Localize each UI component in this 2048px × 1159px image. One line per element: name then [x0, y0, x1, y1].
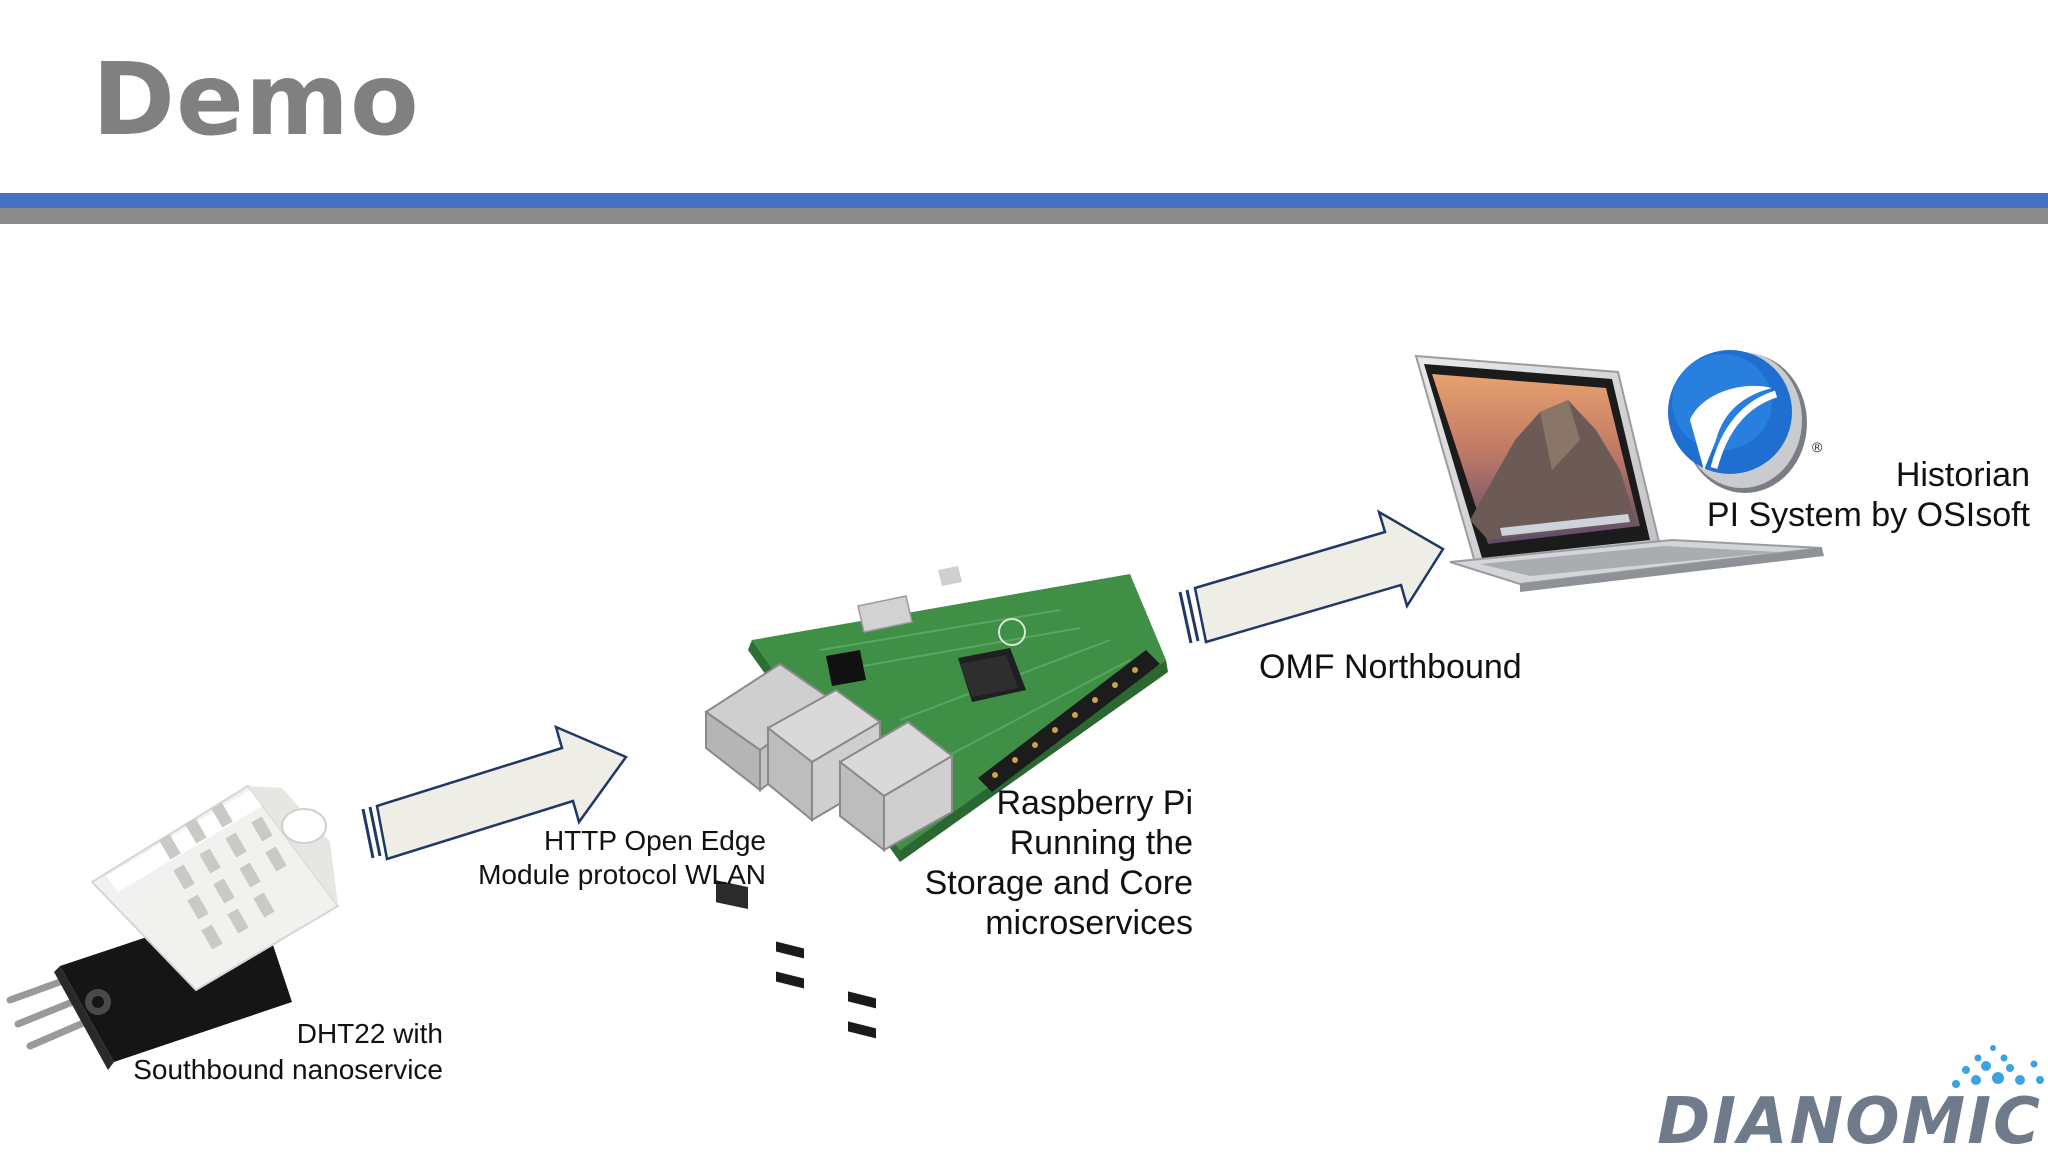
- title-rule-blue: [0, 193, 2048, 208]
- registered-mark: ®: [1812, 439, 1823, 455]
- sensor-label-line-1: DHT22 with: [296, 1018, 443, 1049]
- slide-title: Demo: [92, 41, 420, 158]
- sensor-label-line-2: Southbound nanoservice: [133, 1053, 443, 1085]
- http-label-line-1: HTTP Open Edge: [543, 825, 766, 856]
- title-rule-gray: [0, 208, 2048, 224]
- historian-label-line-1: Historian: [1895, 456, 2030, 494]
- raspberry-pi-label: Raspberry Pi Running the Storage and Cor…: [925, 783, 1193, 943]
- dht22-sensor-icon: [6, 784, 340, 1070]
- dianomic-logo-icon: [1952, 1045, 2044, 1088]
- dianomic-wordmark: DIANOMIC: [1657, 1085, 2042, 1159]
- arrow-icon-http: [361, 724, 628, 861]
- http-label-line-2: Module protocol WLAN: [478, 859, 766, 891]
- raspberry-pi-icon: [704, 566, 1168, 1039]
- sensor-label: DHT22 with Southbound nanoservice: [133, 1016, 443, 1087]
- historian-label: Historian PI System by OSIsoft: [1707, 455, 2030, 535]
- arrow-icon-omf: [1178, 509, 1445, 644]
- http-protocol-label: HTTP Open Edge Module protocol WLAN: [478, 824, 766, 892]
- osisoft-logo-icon: ®: [1668, 350, 1823, 493]
- pi-label-line-2: Running the: [1009, 824, 1193, 863]
- pi-label-line-1: Raspberry Pi: [996, 784, 1193, 822]
- pi-label-line-3: Storage and Core: [924, 864, 1193, 903]
- omf-northbound-label: OMF Northbound: [1259, 648, 1522, 686]
- laptop-icon: [1414, 354, 1824, 592]
- pi-label-line-4: microservices: [985, 904, 1193, 943]
- historian-label-line-2: PI System by OSIsoft: [1706, 496, 2030, 535]
